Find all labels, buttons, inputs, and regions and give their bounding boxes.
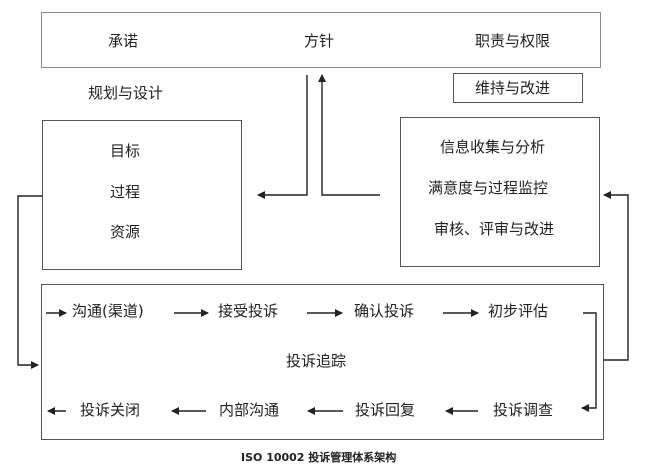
planning-item-objectives: 目标 — [110, 142, 141, 160]
top-bar — [41, 12, 601, 68]
maintain-box — [453, 73, 583, 103]
planning-item-resources: 资源 — [110, 223, 141, 241]
arrow-process-to-monitor — [603, 191, 629, 361]
planning-label: 规划与设计 — [88, 84, 164, 102]
process-box — [41, 284, 604, 440]
monitor-item-info: 信息收集与分析 — [440, 138, 546, 156]
process-confirm: 确认投诉 — [354, 302, 415, 320]
process-internal-comm: 内部沟通 — [219, 401, 280, 419]
arrow-policy-to-planning — [257, 75, 308, 199]
top-bar-responsibility: 职责与权限 — [475, 32, 551, 50]
top-bar-commitment: 承诺 — [108, 32, 139, 50]
planning-item-processes: 过程 — [110, 183, 141, 201]
process-reply: 投诉回复 — [355, 401, 416, 419]
maintain-box-label: 维持与改进 — [475, 79, 551, 97]
process-investigation: 投诉调查 — [493, 401, 554, 419]
planning-box — [42, 120, 242, 270]
monitor-item-satisfaction: 满意度与过程监控 — [428, 179, 549, 197]
process-tracking: 投诉追踪 — [286, 352, 347, 370]
process-initial-assessment: 初步评估 — [488, 302, 549, 320]
monitor-item-audit: 审核、评审与改进 — [434, 220, 555, 238]
process-channel: 沟通(渠道) — [72, 302, 144, 320]
top-bar-policy: 方针 — [304, 32, 335, 50]
arrow-planning-to-process — [17, 195, 42, 369]
process-close: 投诉关闭 — [80, 401, 141, 419]
arrow-monitor-to-policy — [318, 74, 380, 196]
arrow-assess-to-investigation — [581, 312, 597, 412]
figure-caption: ISO 10002 投诉管理体系架构 — [241, 451, 397, 464]
monitor-box — [400, 117, 600, 267]
process-receive: 接受投诉 — [218, 302, 279, 320]
